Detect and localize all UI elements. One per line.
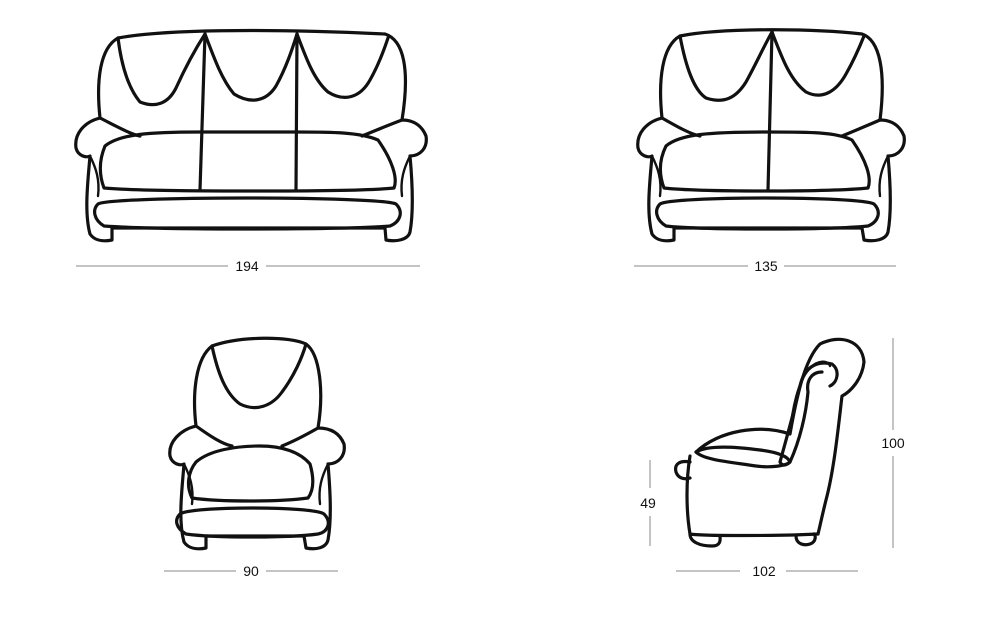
width-label: 90: [243, 563, 259, 579]
width-label: 135: [754, 258, 778, 274]
armchair-front-drawing: [168, 336, 346, 551]
two-seat-sofa-drawing: [636, 28, 906, 243]
armchair-side-seat-height-dimension: 49: [640, 460, 656, 546]
armchair-side-depth-dimension: 102: [676, 563, 858, 579]
total-height-label: 100: [881, 435, 905, 451]
armchair-side-drawing: [674, 337, 866, 548]
armchair-side-total-height-dimension: 100: [881, 338, 905, 548]
depth-label: 102: [752, 563, 776, 579]
seat-height-label: 49: [640, 495, 656, 511]
two-seat-sofa-width-dimension: 135: [634, 258, 896, 274]
three-seat-sofa-width-dimension: 194: [76, 258, 420, 274]
armchair-front-width-dimension: 90: [164, 563, 338, 579]
width-label: 194: [235, 258, 259, 274]
three-seat-sofa-drawing: [74, 28, 428, 243]
